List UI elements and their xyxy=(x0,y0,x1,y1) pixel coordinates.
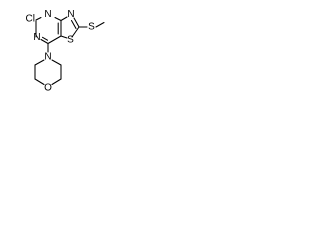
bond-c4-to-n-thiazole xyxy=(60,16,68,22)
methylthio-group xyxy=(78,21,105,28)
pyrimidine-ring xyxy=(35,16,62,45)
thiazole-sulfur-label: S xyxy=(67,35,74,46)
bond-n-to-c-left xyxy=(34,59,45,66)
bond-n-thiazole-to-c2 xyxy=(73,17,80,28)
bond-s-to-methyl xyxy=(95,21,105,28)
bond-c7-to-n1 xyxy=(40,38,49,45)
bond-c2-to-s-ring xyxy=(71,26,80,38)
chlorine-atom-label: Cl xyxy=(26,14,35,25)
bond-c4a-to-c7 xyxy=(47,35,62,45)
bond-c7-to-n1-inner xyxy=(41,36,49,41)
bond-n3-to-c4 xyxy=(54,16,62,22)
morpholine-ring xyxy=(34,42,62,86)
morpholine-oxygen-label: O xyxy=(44,83,52,94)
chemical-structure: Cl N N N S S N O xyxy=(26,9,105,94)
bond-ncl-to-c5 xyxy=(35,16,42,21)
thiazole-nitrogen-label: N xyxy=(67,9,74,20)
pyrimidine-nitrogen-top-label: N xyxy=(44,9,51,20)
bond-n-thiazole-to-c2-inner xyxy=(70,19,77,30)
bond-c-left-to-o xyxy=(34,78,45,86)
bond-c-right-to-n xyxy=(51,59,62,66)
bond-s-ring-to-c4a xyxy=(60,35,68,39)
thioether-sulfur-label: S xyxy=(88,22,95,33)
thiazole-ring xyxy=(60,16,80,39)
pyrimidine-nitrogen-left-label: N xyxy=(33,32,40,43)
morpholine-nitrogen-label: N xyxy=(44,52,51,63)
bond-o-to-c-right xyxy=(51,78,62,86)
